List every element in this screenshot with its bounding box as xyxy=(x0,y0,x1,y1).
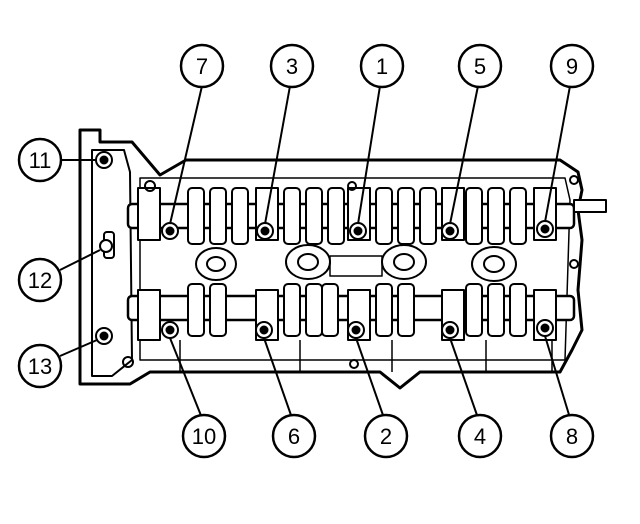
callout-6-label: 6 xyxy=(288,424,300,449)
callout-3: 3 xyxy=(269,43,315,89)
bolt-7 xyxy=(161,222,179,240)
leader-10 xyxy=(169,337,203,419)
callout-12-label: 12 xyxy=(28,268,52,293)
callout-11-label: 11 xyxy=(29,148,52,173)
leader-13 xyxy=(59,339,98,357)
callout-9-label: 9 xyxy=(566,54,578,79)
leader-8 xyxy=(544,335,571,419)
bolt-4 xyxy=(441,321,459,339)
bolt-10 xyxy=(161,321,179,339)
callout-7: 7 xyxy=(179,43,225,89)
callout-3-label: 3 xyxy=(286,54,298,79)
bolt-6 xyxy=(255,321,273,339)
callout-6: 6 xyxy=(271,413,317,459)
leader-4 xyxy=(449,337,479,419)
callout-13: 13 xyxy=(17,343,63,389)
upper-cam-lobes xyxy=(187,187,527,245)
leader-1 xyxy=(357,85,381,225)
leader-5 xyxy=(449,85,479,225)
dowel-holes xyxy=(122,175,579,369)
bolt-8 xyxy=(536,319,554,337)
bolt-5 xyxy=(441,222,459,240)
bolt-heads xyxy=(95,151,554,345)
callout-1: 1 xyxy=(359,43,405,89)
lower-cam-lobes xyxy=(187,283,527,337)
callouts: 7 3 1 5 9 11 12 13 xyxy=(17,43,595,459)
camshaft-extension xyxy=(573,199,607,213)
leader-7 xyxy=(169,85,203,225)
callout-11: 11 xyxy=(17,137,63,183)
bolt-3 xyxy=(256,222,274,240)
leader-lines xyxy=(59,85,571,419)
bolt-11 xyxy=(95,151,113,169)
leader-12 xyxy=(59,249,101,271)
bolt-1 xyxy=(349,222,367,240)
callout-9: 9 xyxy=(549,43,595,89)
leader-3 xyxy=(264,85,291,225)
callout-5-label: 5 xyxy=(474,54,486,79)
leader-2 xyxy=(355,337,385,419)
callout-8: 8 xyxy=(549,413,595,459)
callout-2: 2 xyxy=(363,413,409,459)
bolt-12 xyxy=(99,239,113,253)
callout-10-label: 10 xyxy=(192,424,216,449)
callout-12: 12 xyxy=(17,257,63,303)
callout-10: 10 xyxy=(181,413,227,459)
callout-4: 4 xyxy=(457,413,503,459)
bolt-9 xyxy=(536,220,554,238)
bolt-13 xyxy=(95,327,113,345)
callout-4-label: 4 xyxy=(474,424,486,449)
callout-1-label: 1 xyxy=(376,54,388,79)
spark-plug-wells xyxy=(195,244,517,282)
callout-13-label: 13 xyxy=(28,354,52,379)
callout-8-label: 8 xyxy=(566,424,578,449)
leader-9 xyxy=(544,85,571,223)
callout-5: 5 xyxy=(457,43,503,89)
cylinder-head-drawing xyxy=(78,128,607,390)
head-outline xyxy=(78,128,584,390)
leader-6 xyxy=(263,337,293,419)
center-bridge xyxy=(329,255,383,277)
callout-7-label: 7 xyxy=(196,54,208,79)
callout-2-label: 2 xyxy=(380,424,392,449)
bolt-2 xyxy=(347,321,365,339)
